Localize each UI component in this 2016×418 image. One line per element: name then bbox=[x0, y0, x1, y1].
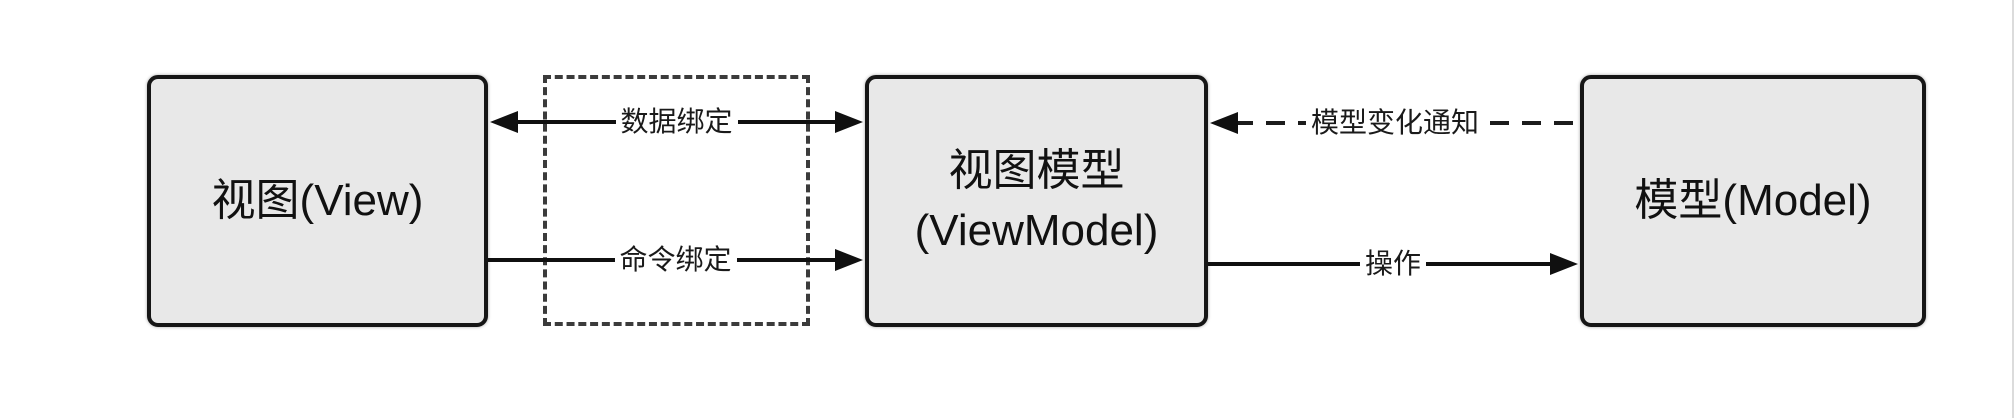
edge-operation: 操作 bbox=[1208, 241, 1578, 287]
edge-command-binding: 命令绑定 bbox=[488, 237, 863, 283]
node-view-label: 视图(View) bbox=[211, 176, 424, 225]
edge-operation-label: 操作 bbox=[1359, 247, 1427, 281]
arrowhead-right-icon bbox=[835, 111, 863, 133]
node-viewmodel: 视图模型 (ViewModel) bbox=[865, 75, 1208, 327]
edge-model-change-notification-label: 模型变化通知 bbox=[1305, 106, 1485, 140]
node-model: 模型(Model) bbox=[1580, 75, 1926, 327]
edge-data-binding: 数据绑定 bbox=[490, 99, 863, 145]
arrowhead-right-icon bbox=[835, 249, 863, 271]
arrowhead-left-icon bbox=[1210, 112, 1238, 134]
edge-command-binding-label: 命令绑定 bbox=[614, 243, 737, 277]
binding-group-dashed-box bbox=[543, 75, 810, 326]
node-view: 视图(View) bbox=[147, 75, 488, 327]
edge-model-change-notification: 模型变化通知 bbox=[1210, 100, 1580, 146]
node-viewmodel-label-line2: (ViewModel) bbox=[914, 206, 1159, 255]
node-viewmodel-label-line1: 视图模型 bbox=[948, 146, 1125, 195]
arrowhead-left-icon bbox=[490, 111, 518, 133]
arrowhead-right-icon bbox=[1550, 253, 1578, 275]
page-right-border-line bbox=[2012, 0, 2014, 418]
node-model-label: 模型(Model) bbox=[1634, 176, 1872, 225]
node-viewmodel-label: 视图模型 (ViewModel) bbox=[915, 141, 1159, 261]
edge-data-binding-label: 数据绑定 bbox=[615, 105, 738, 139]
